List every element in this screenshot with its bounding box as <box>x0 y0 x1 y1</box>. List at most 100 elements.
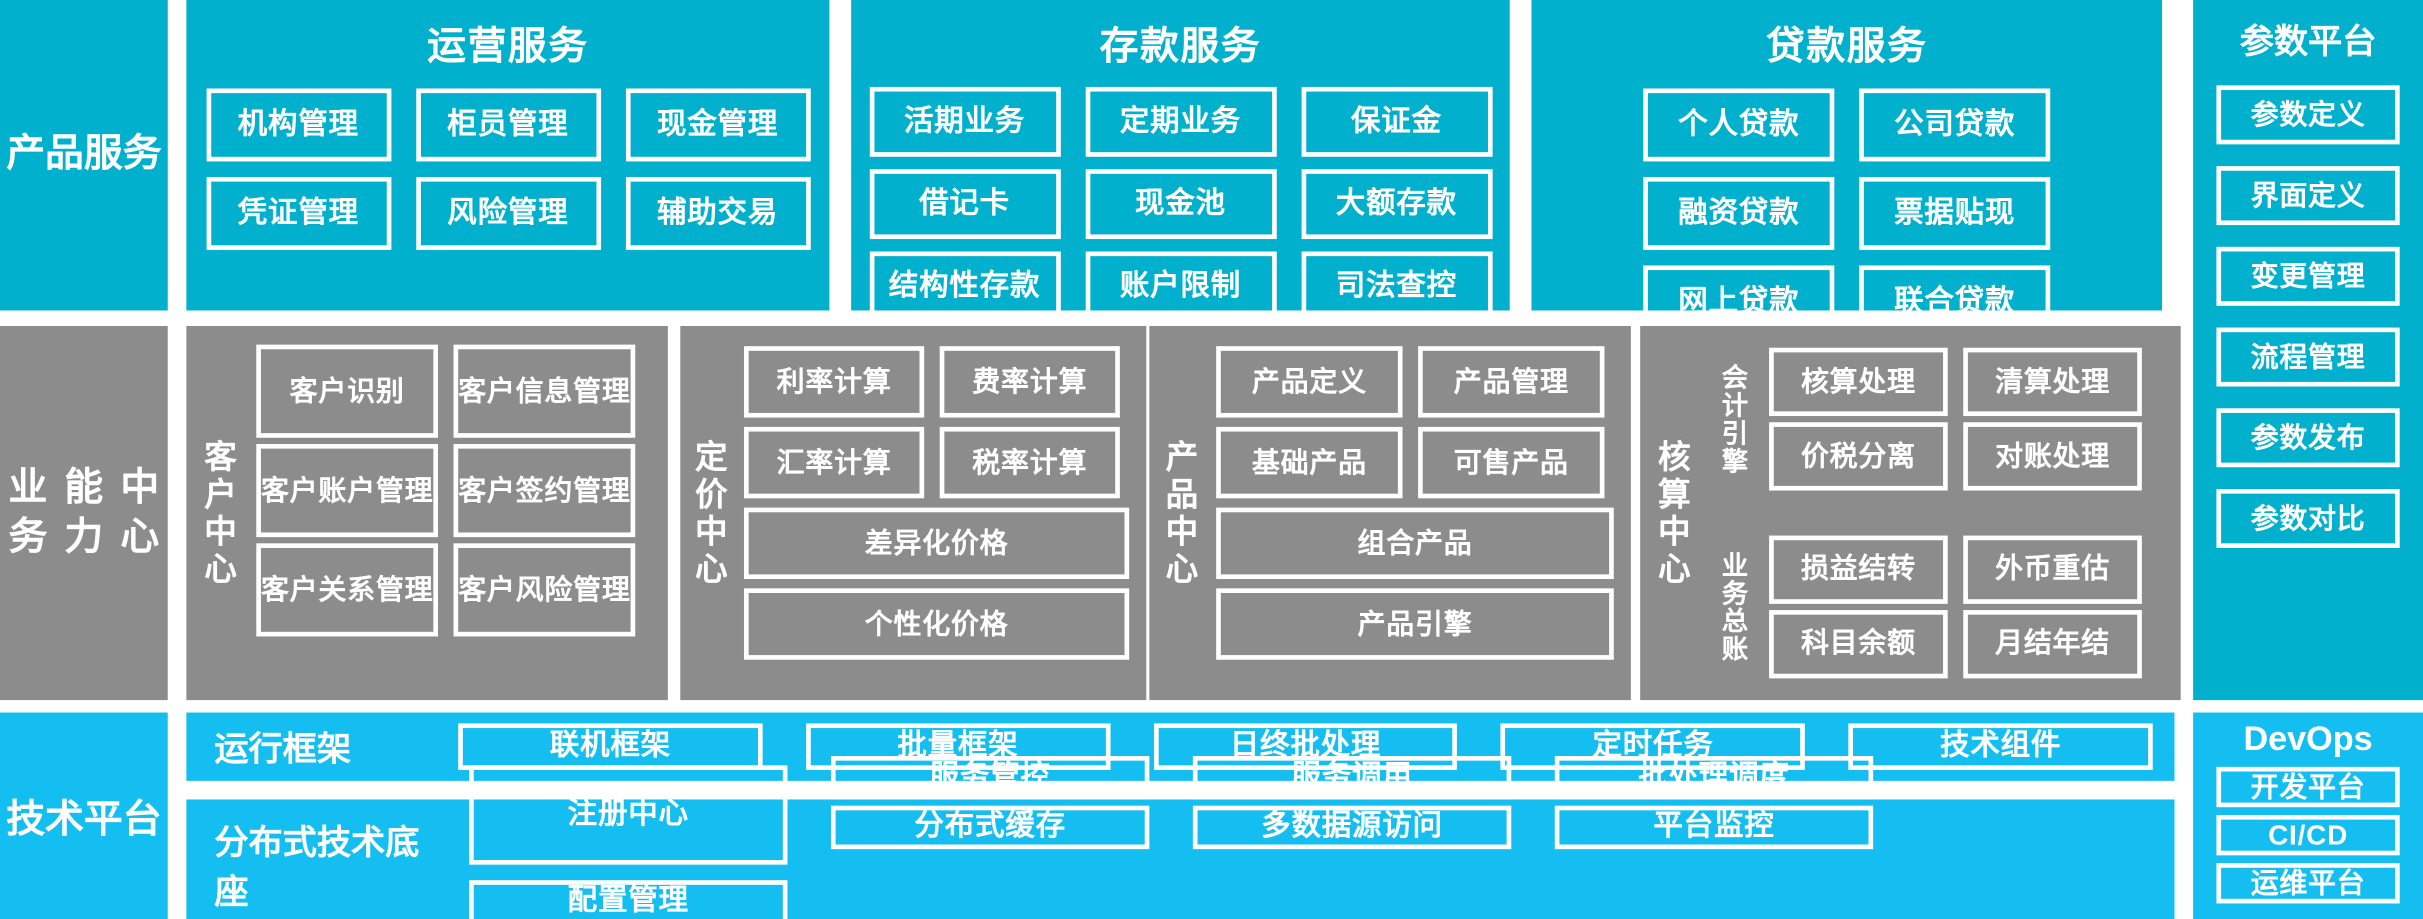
tile-structured-deposit[interactable]: 结构性存款 <box>869 251 1061 322</box>
center-tiles-product: 产品定义 产品管理 基础产品 可售产品 组合产品 产品引擎 <box>1208 326 1627 700</box>
tile-basic-product[interactable]: 基础产品 <box>1216 426 1403 499</box>
layer-label-line2: 服务 <box>83 132 162 176</box>
layer-product-service: 产品 服务 运营服务 机构管理 柜员管理 现金管理 凭证管理 风险管理 辅助交易… <box>0 0 2423 339</box>
tile-differentiated-pricing[interactable]: 差异化价格 <box>743 507 1130 580</box>
tile-reconciliation-processing[interactable]: 对账处理 <box>1963 422 2142 491</box>
tile-bill-discount[interactable]: 票据贴现 <box>1859 176 2051 250</box>
tile-multi-datasource-access[interactable]: 多数据源访问 <box>1192 805 1512 850</box>
tile-month-year-end-close[interactable]: 月结年结 <box>1963 609 2142 678</box>
group-tiles-deposit: 活期业务 定期业务 保证金 借记卡 现金池 大额存款 结构性存款 账户限制 司法… <box>851 81 1510 328</box>
tile-interface-definition[interactable]: 界面定义 <box>2216 166 2400 226</box>
tile-debit-card[interactable]: 借记卡 <box>869 169 1061 240</box>
tile-large-deposit[interactable]: 大额存款 <box>1300 169 1492 240</box>
column-title-devops: DevOps <box>2243 718 2373 758</box>
tile-settlement-processing[interactable]: 清算处理 <box>1963 348 2142 417</box>
tile-personal-loan[interactable]: 个人贷款 <box>1643 88 1835 162</box>
tile-teller-management[interactable]: 柜员管理 <box>415 88 601 162</box>
tile-risk-management[interactable]: 风险管理 <box>415 176 601 250</box>
group-tiles-operations: 机构管理 柜员管理 现金管理 凭证管理 风险管理 辅助交易 <box>186 81 829 258</box>
group-loan-service: 贷款服务 个人贷款 公司贷款 融资贷款 票据贴现 网上贷款 联合贷款 <box>1531 0 2163 339</box>
tile-judicial-inquiry[interactable]: 司法查控 <box>1300 251 1492 322</box>
tile-ci-cd[interactable]: CI/CD <box>2216 814 2400 856</box>
tile-platform-monitoring[interactable]: 平台监控 <box>1554 805 1874 850</box>
tile-cash-management[interactable]: 现金管理 <box>625 88 810 162</box>
subgroup-label-business-ledger: 业务总账 <box>1717 550 1747 663</box>
strip-label-runtime-framework: 运行框架 <box>214 729 352 769</box>
layer-label-line2: 平台 <box>83 798 162 842</box>
tile-service-invocation[interactable]: 服务调用 <box>1192 756 1512 800</box>
layer-label-line1: 业务 <box>8 466 48 559</box>
tile-foreign-currency-revaluation[interactable]: 外币重估 <box>1963 535 2142 604</box>
tile-customer-risk-management[interactable]: 客户风险管理 <box>453 543 636 637</box>
tile-interest-rate-calculation[interactable]: 利率计算 <box>743 346 925 418</box>
layer-label-line1: 技术 <box>6 798 84 842</box>
layer-business-capability: 业务 能力 中心 客户中心 客户识别 客户信息管理 客户账户管理 客户签约管理 … <box>0 325 2423 701</box>
strip-tiles-distributed-base: 注册中心 服务管控 分布式缓存 服务调用 多数据源访问 批处理调度 平台监控 配… <box>447 753 2143 919</box>
subgroup-tiles-accounting-engine: 核算处理 清算处理 价税分离 对账处理 <box>1761 326 2177 513</box>
tile-fee-rate-calculation[interactable]: 费率计算 <box>939 346 1120 418</box>
tile-development-platform[interactable]: 开发平台 <box>2216 766 2400 808</box>
tile-product-management[interactable]: 产品管理 <box>1418 346 1605 418</box>
tile-financing-loan[interactable]: 融资贷款 <box>1643 176 1835 250</box>
subgroup-label-accounting-engine: 会计引擎 <box>1717 363 1747 476</box>
column-parameter-platform: 参数平台 参数定义 界面定义 变更管理 流程管理 参数发布 参数对比 <box>2193 0 2423 701</box>
center-tiles-customer: 客户识别 客户信息管理 客户账户管理 客户签约管理 客户关系管理 客户风险管理 <box>249 326 665 700</box>
center-tiles-pricing: 利率计算 费率计算 汇率计算 税率计算 差异化价格 个性化价格 <box>736 326 1143 700</box>
tile-price-tax-separation[interactable]: 价税分离 <box>1769 422 1948 491</box>
tile-organization-management[interactable]: 机构管理 <box>205 88 391 162</box>
tile-operations-platform[interactable]: 运维平台 <box>2216 863 2400 904</box>
center-label-customer: 客户中心 <box>200 438 237 588</box>
tile-account-balance[interactable]: 科目余额 <box>1769 609 1948 678</box>
tile-tax-rate-calculation[interactable]: 税率计算 <box>939 426 1120 499</box>
tile-parameter-definition[interactable]: 参数定义 <box>2216 85 2400 145</box>
tile-customer-info-management[interactable]: 客户信息管理 <box>453 344 636 438</box>
subgroup-business-ledger: 业务总账 损益结转 外币重估 科目余额 月结年结 <box>1702 513 2177 700</box>
tile-distributed-cache[interactable]: 分布式缓存 <box>830 805 1150 850</box>
tile-registry-center[interactable]: 注册中心 <box>469 765 788 865</box>
tile-change-management[interactable]: 变更管理 <box>2216 246 2400 306</box>
center-label-accounting: 核算中心 <box>1654 438 1690 588</box>
tile-voucher-management[interactable]: 凭证管理 <box>205 176 391 250</box>
layer-label-product-service: 产品 服务 <box>0 0 168 311</box>
tile-product-engine[interactable]: 产品引擎 <box>1216 588 1614 660</box>
tile-product-definition[interactable]: 产品定义 <box>1216 346 1403 418</box>
tile-personalized-pricing[interactable]: 个性化价格 <box>743 588 1130 660</box>
tile-profit-loss-carryover[interactable]: 损益结转 <box>1769 535 1948 604</box>
tile-time-business[interactable]: 定期业务 <box>1084 86 1276 157</box>
tile-customer-contract-management[interactable]: 客户签约管理 <box>453 443 636 538</box>
column-title-parameter-platform: 参数平台 <box>2239 21 2377 61</box>
tile-batch-scheduling[interactable]: 批处理调度 <box>1554 756 1874 800</box>
tile-parameter-comparison[interactable]: 参数对比 <box>2216 488 2400 548</box>
layer-label-business-capability: 业务 能力 中心 <box>0 325 168 701</box>
tile-margin-deposit[interactable]: 保证金 <box>1300 86 1492 157</box>
tile-customer-relation-management[interactable]: 客户关系管理 <box>256 543 439 637</box>
tile-customer-identification[interactable]: 客户识别 <box>256 344 439 438</box>
center-label-product: 产品中心 <box>1161 438 1198 588</box>
tile-accounting-processing[interactable]: 核算处理 <box>1769 348 1948 417</box>
strip-label-distributed-base: 分布式技术底座 <box>214 822 420 912</box>
tile-cash-pool[interactable]: 现金池 <box>1084 169 1276 240</box>
center-label-pricing: 定价中心 <box>691 438 727 588</box>
layer-label-line1: 产品 <box>6 132 84 176</box>
tile-account-restriction[interactable]: 账户限制 <box>1084 251 1276 322</box>
layer-technology-platform: 技术 平台 运行框架 联机框架 批量框架 日终批处理 定时任务 技术组件 分布式… <box>0 712 2423 919</box>
column-devops: DevOps 开发平台 CI/CD 运维平台 <box>2193 712 2423 919</box>
group-title-loan: 贷款服务 <box>1765 24 1928 69</box>
tile-auxiliary-transaction[interactable]: 辅助交易 <box>625 176 810 250</box>
tile-exchange-rate-calculation[interactable]: 汇率计算 <box>743 426 925 499</box>
tile-technical-component[interactable]: 技术组件 <box>1848 723 2153 770</box>
tile-parameter-release[interactable]: 参数发布 <box>2216 408 2400 468</box>
subgroup-tiles-business-ledger: 损益结转 外币重估 科目余额 月结年结 <box>1761 513 2177 700</box>
tile-service-governance[interactable]: 服务管控 <box>830 756 1150 800</box>
tile-composite-product[interactable]: 组合产品 <box>1216 507 1614 580</box>
tile-sellable-product[interactable]: 可售产品 <box>1418 426 1605 499</box>
layer-label-line3: 中心 <box>120 466 160 559</box>
tile-corporate-loan[interactable]: 公司贷款 <box>1859 88 2051 162</box>
strip-distributed-base: 分布式技术底座 注册中心 服务管控 分布式缓存 服务调用 多数据源访问 批处理调… <box>186 756 2175 919</box>
tile-demand-business[interactable]: 活期业务 <box>869 86 1061 157</box>
tile-customer-account-management[interactable]: 客户账户管理 <box>256 443 439 538</box>
layer-label-technology-platform: 技术 平台 <box>0 712 168 919</box>
tile-configuration-management[interactable]: 配置管理 <box>469 880 788 919</box>
tile-process-management[interactable]: 流程管理 <box>2216 327 2400 387</box>
